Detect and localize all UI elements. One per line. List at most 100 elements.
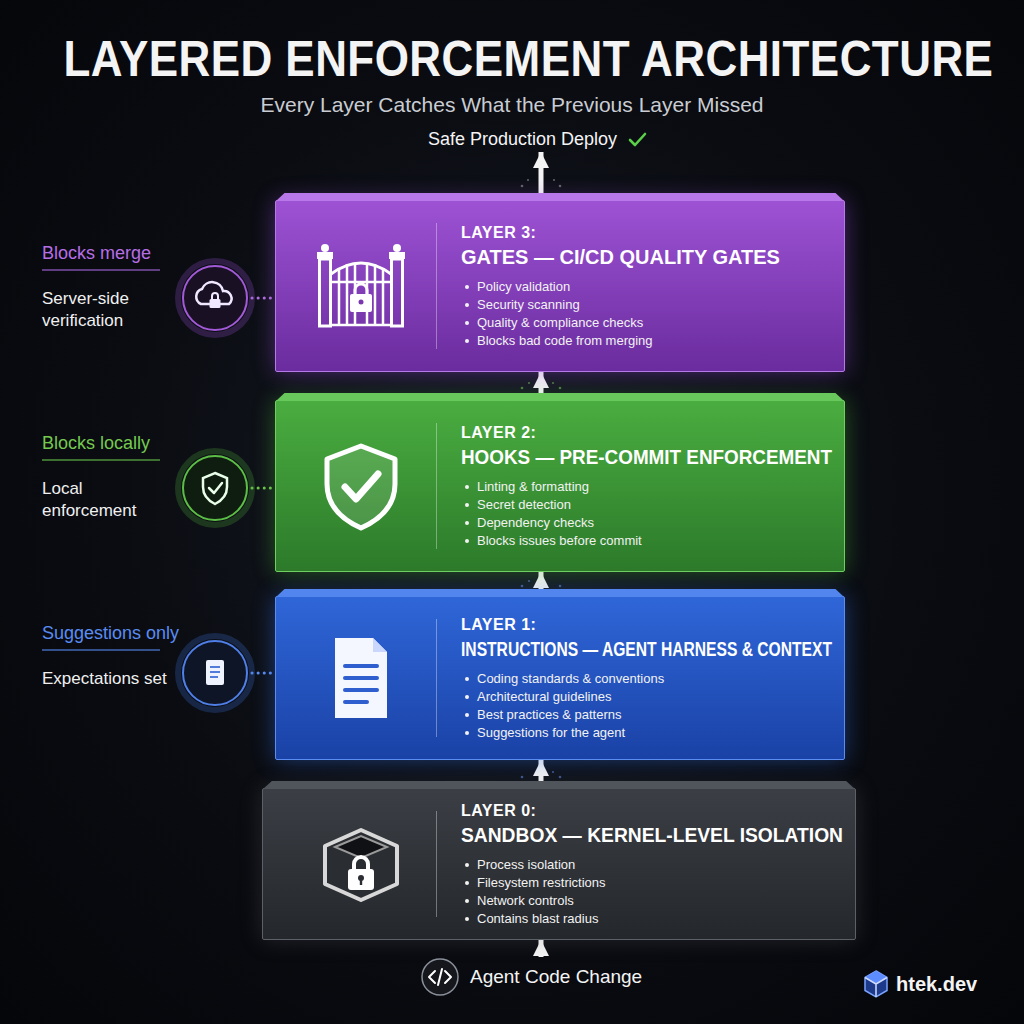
layer-icon-part: [345, 474, 378, 499]
bullet-item: Coding standards & conventions: [461, 670, 832, 688]
layer-icon-part-part: [338, 268, 341, 326]
glow-dots-part: [521, 585, 524, 588]
bullet-item: Dependency checks: [461, 514, 832, 532]
layer-icon-part: [348, 869, 374, 890]
glow-dots-part: [559, 185, 562, 188]
layer-icon-part: [360, 879, 362, 885]
shield-check-icon-part: [178, 451, 252, 525]
heading-row: SANDBOX — KERNEL-LEVEL ISOLATION: [461, 822, 843, 848]
bullet-item: Quality & compliance checks: [461, 314, 832, 332]
layer-icon-part: [321, 244, 329, 252]
layer-icon-part: [335, 638, 387, 718]
flow-terminal: Safe Production Deploy: [428, 126, 647, 152]
brand-cube-part: [865, 971, 887, 984]
bullet-item: Filesystem restrictions: [461, 874, 843, 892]
layer-icon: [313, 438, 409, 534]
layer-heading: SANDBOX — KERNEL-LEVEL ISOLATION: [461, 822, 843, 848]
layer-icon-part: [359, 300, 364, 305]
heading-row: HOOKS — PRE-COMMIT ENFORCEMENT: [461, 444, 832, 470]
layer-box: LAYER 0:SANDBOX — KERNEL-LEVEL ISOLATION…: [262, 788, 856, 940]
callout-heading: Blocks merge: [42, 242, 252, 264]
bullet-item: Linting & formatting: [461, 478, 832, 496]
separator-line: [42, 269, 160, 271]
code-icon-part: [422, 959, 458, 995]
heading-row: INSTRUCTIONS — AGENT HARNESS & CONTEXT: [461, 636, 832, 662]
layer-icon-part-part: [346, 264, 349, 326]
layer-icon-part: [350, 294, 372, 312]
layer-icon-part-part: [345, 700, 367, 704]
layer-icon-part-part: [345, 688, 377, 692]
glow-dots-part: [559, 387, 562, 390]
flow-arrow: [539, 152, 544, 200]
layer-icon-part: [392, 259, 403, 326]
document-icon-part: [210, 671, 220, 673]
layer-text: LAYER 2:HOOKS — PRE-COMMIT ENFORCEMENT Li…: [461, 422, 832, 550]
layer-icon-part-part: [374, 264, 377, 326]
bullet-item: Secret detection: [461, 496, 832, 514]
divider-line: [436, 223, 437, 349]
layer-icon: [313, 816, 409, 912]
layer-icon-part: [393, 244, 401, 252]
layer-icon-part-part: [382, 268, 385, 326]
glow-dots-part: [521, 776, 524, 779]
layer-number: LAYER 3:: [461, 222, 832, 244]
subtitle: Every Layer Catches What the Previous La…: [0, 92, 1024, 118]
cloud-lock-icon-part: [210, 299, 221, 308]
check-icon-part: [630, 134, 645, 145]
flow-arrow: [539, 940, 544, 957]
layer-box: LAYER 1:INSTRUCTIONS — AGENT HARNESS & C…: [275, 596, 845, 760]
cloud-lock-icon: [178, 261, 252, 335]
bullet-item: Policy validation: [461, 278, 832, 296]
cloud-lock-icon-part: [212, 293, 218, 299]
callout-note: Local enforcement: [42, 478, 167, 522]
layer-number: LAYER 2:: [461, 422, 832, 444]
layer-icon-part-part: [345, 664, 377, 668]
shield-check-icon-part: [209, 483, 222, 493]
callout-heading: Suggestions only: [42, 622, 252, 644]
bullet-item: Blocks issues before commit: [461, 532, 832, 550]
bullet-item: Security scanning: [461, 296, 832, 314]
bullet-item: Blocks bad code from merging: [461, 332, 832, 350]
layer-icon-part: [331, 263, 391, 326]
cloud-lock-icon-part: [183, 266, 247, 330]
document-icon-part: [183, 641, 247, 705]
glow-dots-part: [552, 382, 554, 384]
document-icon: [178, 636, 252, 710]
bullet-item: Architectural guidelines: [461, 688, 832, 706]
divider-line: [436, 423, 437, 549]
terminal-text: Agent Code Change: [470, 964, 642, 990]
glow-dots-part: [528, 580, 530, 582]
glow-dots-part: [527, 179, 529, 181]
title-block: LAYERED ENFORCEMENT ARCHITECTURE: [0, 30, 1024, 88]
document-icon-part: [210, 676, 218, 678]
glow-dots-part: [559, 776, 562, 779]
layer-icon-part: [327, 446, 395, 528]
bullet-item: Network controls: [461, 892, 843, 910]
layer-icon: [313, 238, 409, 334]
layer-box: LAYER 3:GATES — CI/CD QUALITY GATES Polic…: [275, 200, 845, 372]
brand-cube: [865, 971, 887, 997]
code-icon: [420, 957, 460, 997]
layer-icon-part: [355, 284, 367, 295]
layer-icon: [313, 630, 409, 726]
layer-icon-part: [325, 830, 397, 900]
document-icon-part: [178, 636, 252, 710]
heading-row: GATES — CI/CD QUALITY GATES: [461, 244, 832, 270]
layer-heading: INSTRUCTIONS — AGENT HARNESS & CONTEXT: [461, 636, 832, 662]
glow-dots-part: [553, 179, 555, 181]
glow-dots-part: [559, 585, 562, 588]
watermark: htek.dev: [896, 971, 1016, 997]
document-icon-part: [210, 666, 220, 668]
glow-dots-part: [521, 185, 524, 188]
layer-box: LAYER 2:HOOKS — PRE-COMMIT ENFORCEMENT Li…: [275, 400, 845, 572]
layer-text: LAYER 0:SANDBOX — KERNEL-LEVEL ISOLATION…: [461, 800, 843, 928]
callout-note: Expectations set: [42, 668, 167, 690]
bullet-item: Process isolation: [461, 856, 843, 874]
check-icon: [627, 129, 647, 149]
layer-icon-part: [345, 666, 377, 702]
flow-terminal: Agent Code Change: [420, 957, 642, 997]
callout-heading: Blocks locally: [42, 432, 252, 454]
brand-cube-part: [865, 978, 887, 998]
